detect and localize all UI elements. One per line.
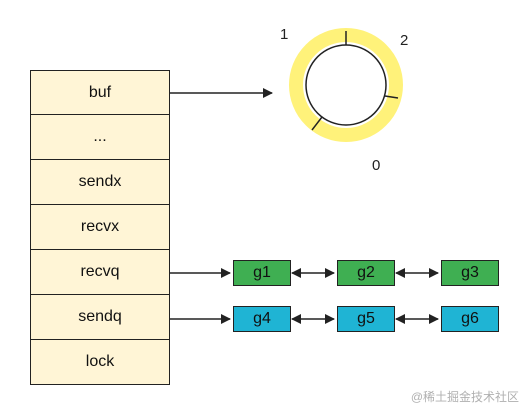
field-ellipsis: ... — [30, 115, 170, 160]
watermark: @稀土掘金技术社区 — [410, 390, 519, 404]
sendq-node-g6: g6 — [441, 306, 499, 332]
hchan-struct: buf ... sendx recvx recvq sendq lock — [30, 70, 170, 385]
ring-label-1: 1 — [280, 26, 289, 43]
ring-label-2: 2 — [400, 32, 409, 49]
recvq-node-g1: g1 — [233, 260, 291, 286]
ring-divider — [311, 116, 323, 131]
sendq-node-g4: g4 — [233, 306, 291, 332]
recvq-node-g3: g3 — [441, 260, 499, 286]
field-buf: buf — [30, 70, 170, 115]
field-recvq: recvq — [30, 250, 170, 295]
sendq-node-g5: g5 — [337, 306, 395, 332]
ring-divider — [384, 95, 399, 99]
field-sendq: sendq — [30, 295, 170, 340]
field-sendx: sendx — [30, 160, 170, 205]
ring-label-0: 0 — [372, 157, 381, 174]
field-recvx: recvx — [30, 205, 170, 250]
ring-buffer — [289, 28, 403, 142]
field-lock: lock — [30, 340, 170, 385]
recvq-node-g2: g2 — [337, 260, 395, 286]
